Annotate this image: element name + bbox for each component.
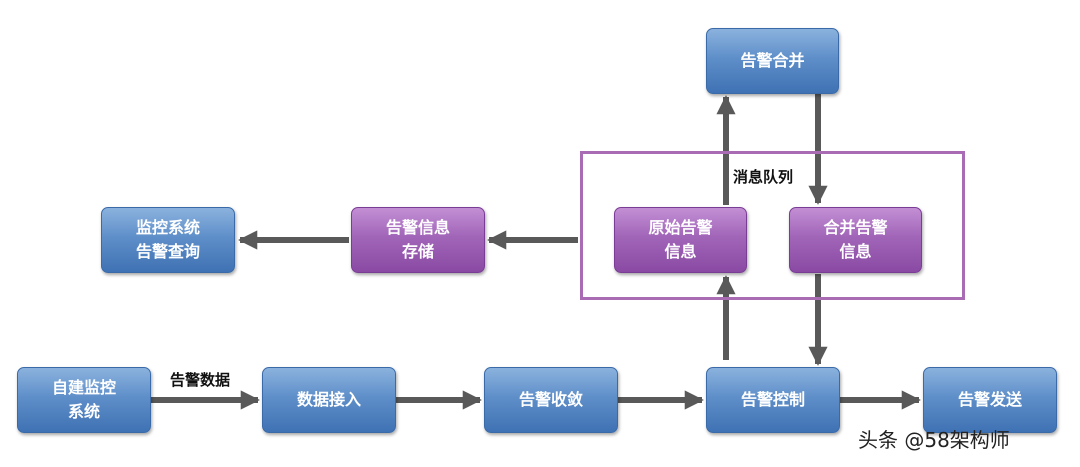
node-alarm-merge: 告警合并 (706, 28, 839, 94)
message-queue-frame (580, 151, 965, 300)
node-raw-alarm-info: 原始告警 信息 (614, 207, 747, 273)
edge-label-alarm-data: 告警数据 (170, 371, 231, 389)
node-alarm-info-storage: 告警信息 存储 (351, 207, 485, 273)
node-label: 告警控制 (740, 390, 805, 409)
node-merged-alarm-info: 合并告警 信息 (789, 207, 922, 273)
node-label: 告警收敛 (518, 390, 583, 409)
node-label: 告警发送 (957, 390, 1022, 409)
node-label: 监控系统 告警查询 (135, 218, 200, 261)
message-queue-label: 消息队列 (733, 168, 794, 186)
node-monitor-alarm-query: 监控系统 告警查询 (101, 207, 235, 273)
node-label: 告警合并 (740, 51, 805, 70)
node-data-ingest: 数据接入 (262, 367, 396, 433)
node-alarm-send: 告警发送 (923, 367, 1057, 433)
node-label: 原始告警 信息 (648, 218, 713, 261)
node-label: 合并告警 信息 (823, 218, 888, 261)
node-self-monitor-system: 自建监控 系统 (17, 367, 151, 433)
node-label: 自建监控 系统 (51, 378, 116, 421)
node-label: 数据接入 (296, 390, 361, 409)
node-alarm-converge: 告警收敛 (484, 367, 618, 433)
node-alarm-control: 告警控制 (706, 367, 840, 433)
node-label: 告警信息 存储 (385, 218, 450, 261)
watermark-text: 头条 @58架构师 (858, 428, 1010, 452)
